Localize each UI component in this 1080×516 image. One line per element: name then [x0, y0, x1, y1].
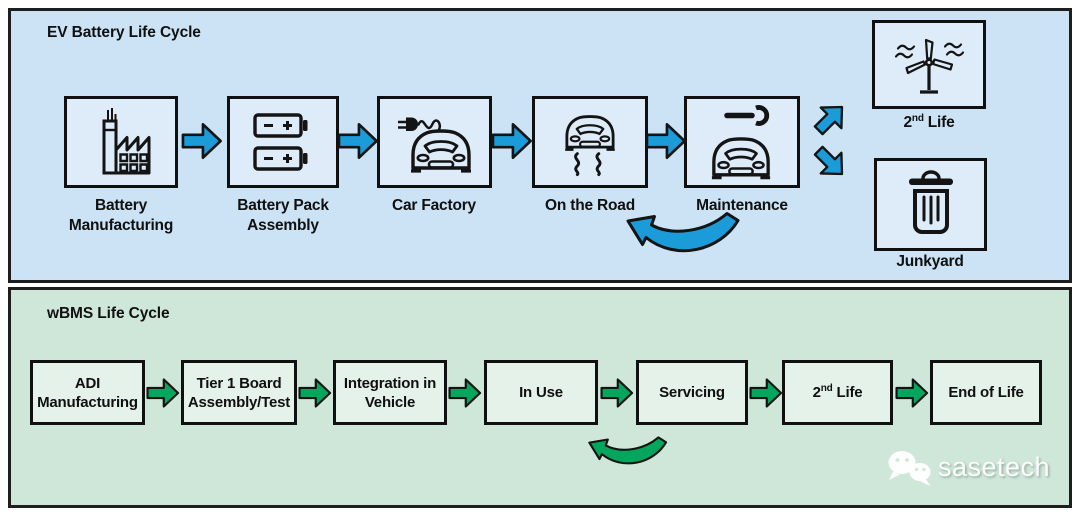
flow-arrow-icon [337, 122, 378, 160]
trash-can-icon [908, 169, 953, 234]
stage-label: Car Factory [392, 197, 476, 214]
junkyard-label: Junkyard [896, 253, 964, 270]
ev-section-title: EV Battery Life Cycle [47, 24, 201, 41]
on-the-road-box [532, 96, 648, 188]
loop-arrow-icon [588, 436, 668, 465]
factory-icon [102, 108, 151, 175]
car-driving-icon [563, 115, 617, 177]
flow-arrow-icon [645, 122, 686, 160]
battery-pack-assembly-box [227, 96, 339, 188]
junkyard-box [874, 158, 987, 251]
battery-pack-icon [253, 113, 308, 171]
loop-arrow-icon [626, 212, 740, 253]
battery-manufacturing-box [64, 96, 178, 188]
wbms-section-title: wBMS Life Cycle [47, 305, 170, 322]
car-factory-box [377, 96, 492, 188]
flow-arrow-icon [181, 122, 222, 160]
flow-arrow-icon [895, 378, 929, 408]
flow-arrow-icon [491, 122, 532, 160]
flow-arrow-icon [749, 378, 783, 408]
stage-label: On the Road [545, 197, 635, 214]
car-service-icon [710, 105, 772, 180]
wind-turbine-icon [894, 38, 965, 94]
stage-label: Maintenance [696, 197, 788, 214]
flow-arrow-icon [146, 378, 180, 408]
second-life-box [872, 20, 986, 109]
watermark-text: sasetech [938, 452, 1051, 482]
servicing-box: Servicing [636, 360, 748, 425]
in-use-box: In Use [484, 360, 598, 425]
maintenance-box [684, 96, 800, 188]
wechat-icon [888, 451, 931, 486]
flow-arrow-icon [448, 378, 482, 408]
flow-arrow-icon [298, 378, 332, 408]
end-of-life-box: End of Life [930, 360, 1042, 425]
car-charging-icon [397, 117, 473, 173]
flow-arrow-icon [600, 378, 634, 408]
